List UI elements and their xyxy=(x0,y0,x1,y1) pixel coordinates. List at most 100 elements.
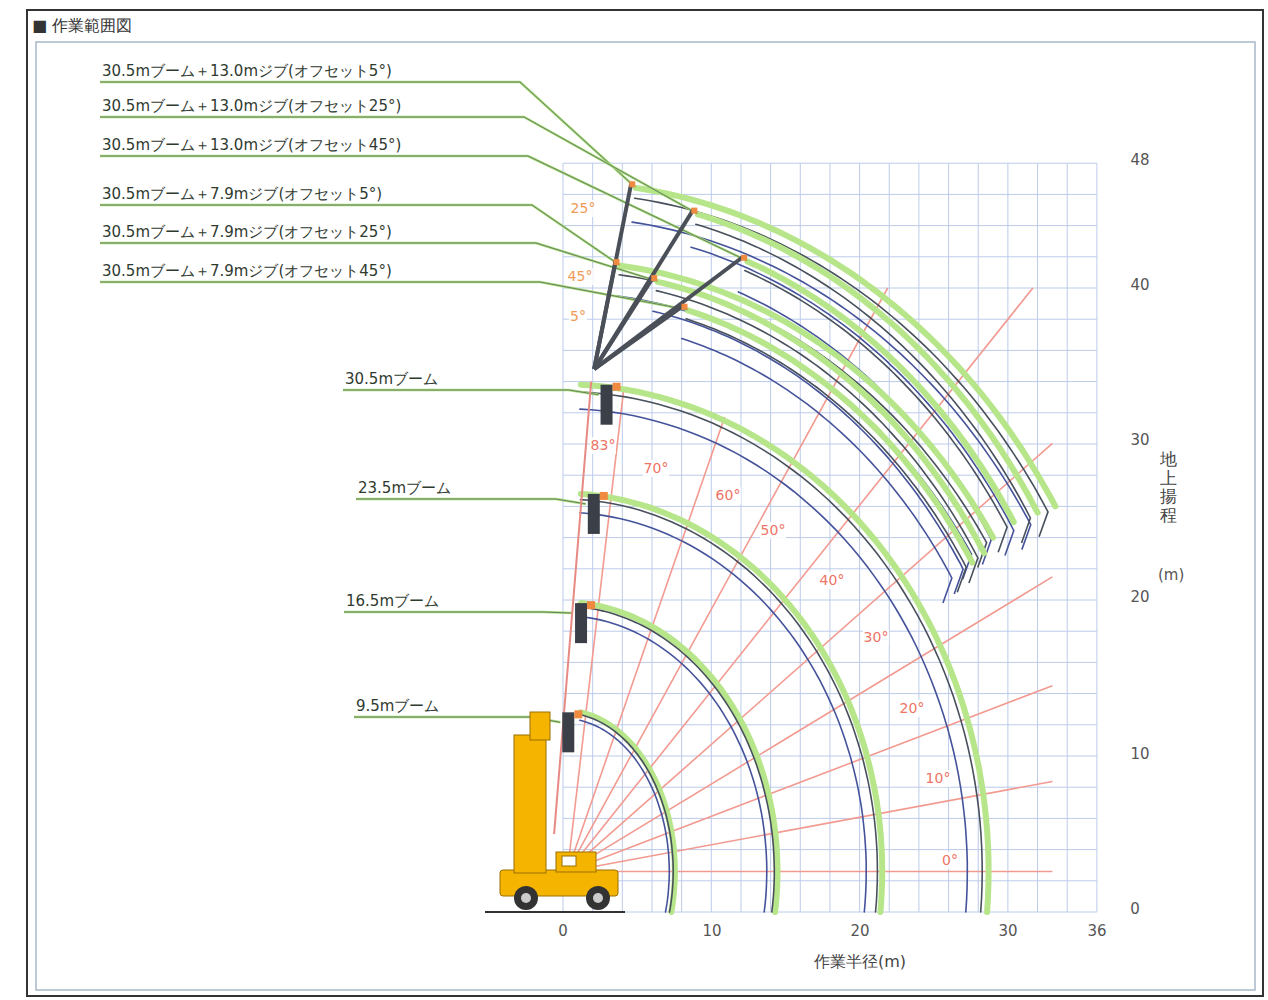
grid-line xyxy=(563,537,1097,538)
jib-tip xyxy=(614,259,620,265)
leader-line-core xyxy=(100,205,620,265)
range-curve xyxy=(653,311,963,569)
grid-line xyxy=(563,724,1097,725)
hub xyxy=(521,893,531,903)
jib-tip xyxy=(651,275,657,281)
boom-label: 30.5mブーム＋13.0mジブ(オフセット45°) xyxy=(100,136,403,154)
grid-line xyxy=(563,818,1097,819)
grid-line xyxy=(563,912,1097,913)
grid-line xyxy=(563,880,1097,881)
offset-angle: 5° xyxy=(569,308,587,325)
range-curve xyxy=(688,310,972,562)
leader-line-core xyxy=(354,717,560,722)
sheave xyxy=(574,710,582,718)
range-curve xyxy=(682,339,952,579)
curve-end xyxy=(957,567,966,592)
boom-label: 30.5mブーム xyxy=(343,370,440,388)
range-curve xyxy=(656,291,978,558)
jib xyxy=(594,257,743,369)
leader-line xyxy=(100,282,687,310)
offset-angle: 45° xyxy=(567,268,594,285)
boom-label: 30.5mブーム＋7.9mジブ(オフセット5°) xyxy=(100,185,384,203)
leader-line xyxy=(344,612,573,613)
leader-line xyxy=(356,499,586,504)
y-axis-unit: (m) xyxy=(1158,566,1184,584)
leader-line-core xyxy=(100,282,687,310)
sheave xyxy=(587,601,595,609)
jib-tip xyxy=(691,208,697,214)
ground xyxy=(485,911,625,913)
range-curve xyxy=(581,603,778,912)
leader-line xyxy=(343,390,599,395)
x-tick: 36 xyxy=(1087,922,1106,940)
angle-line xyxy=(567,391,623,871)
boom-head xyxy=(562,712,574,752)
wheel xyxy=(514,886,538,910)
sheave xyxy=(613,383,621,391)
cab-window xyxy=(562,856,576,866)
grid-line xyxy=(563,849,1097,850)
grid-line xyxy=(563,163,1097,164)
chart-title: ■ 作業範囲図 xyxy=(32,16,132,35)
sheave xyxy=(600,492,608,500)
x-tick: 30 xyxy=(998,922,1017,940)
grid-line xyxy=(563,225,1097,226)
boom-label: 23.5mブーム xyxy=(356,479,453,497)
range-curve xyxy=(580,513,866,912)
curve-end xyxy=(1039,512,1048,537)
inner-frame xyxy=(36,42,1255,990)
angle-label: 10° xyxy=(925,770,952,787)
range-curve xyxy=(581,494,882,912)
leader-line xyxy=(100,205,620,265)
leader-line xyxy=(100,117,697,214)
jib xyxy=(594,210,693,370)
boom-line xyxy=(554,382,591,834)
grid-line xyxy=(563,412,1097,413)
crane xyxy=(485,712,625,912)
range-curve xyxy=(632,222,1031,525)
boom-head xyxy=(575,603,587,643)
angle-label: 70° xyxy=(643,460,670,477)
jib xyxy=(594,277,653,369)
y-tick: 10 xyxy=(1130,745,1149,763)
leader-lines xyxy=(100,82,747,722)
leader-line-core xyxy=(356,499,586,504)
angle-line xyxy=(567,417,724,871)
x-tick: 20 xyxy=(850,922,869,940)
booms xyxy=(554,181,747,834)
angle-line xyxy=(567,871,1052,873)
range-curve xyxy=(636,188,1056,507)
boom-base xyxy=(514,735,546,873)
curve-end xyxy=(1005,531,1014,556)
x-tick: 0 xyxy=(558,922,568,940)
angle-label: 20° xyxy=(899,700,926,717)
curve-end xyxy=(1022,518,1031,543)
grid-line xyxy=(563,381,1097,382)
hub xyxy=(593,893,603,903)
boom-label: 30.5mブーム＋7.9mジブ(オフセット25°) xyxy=(100,223,394,241)
boom-head xyxy=(601,385,613,425)
leader-line xyxy=(100,156,747,261)
angle-label: 40° xyxy=(819,572,846,589)
leader-line-core xyxy=(100,117,697,214)
range-curves xyxy=(580,188,1056,912)
leader-line-core xyxy=(344,612,573,613)
grid-line xyxy=(563,600,1097,601)
y-tick: 30 xyxy=(1130,431,1149,449)
leader-line-core xyxy=(100,156,747,261)
range-curve xyxy=(658,282,985,553)
outer-frame xyxy=(27,10,1263,996)
range-curve xyxy=(617,296,972,554)
y-tick: 40 xyxy=(1130,276,1149,294)
y-tick: 20 xyxy=(1130,588,1149,606)
grid-line xyxy=(563,568,1097,569)
boom-label: 9.5mブーム xyxy=(354,697,441,715)
grid-line xyxy=(563,631,1097,632)
grid-line xyxy=(563,194,1097,195)
curve-end xyxy=(943,578,952,603)
angle-label: 83° xyxy=(590,437,617,454)
grid-line xyxy=(563,693,1097,694)
leader-line xyxy=(354,717,560,722)
y-axis-title: 地上揚程 xyxy=(1160,450,1177,525)
curve-end xyxy=(998,527,1007,552)
